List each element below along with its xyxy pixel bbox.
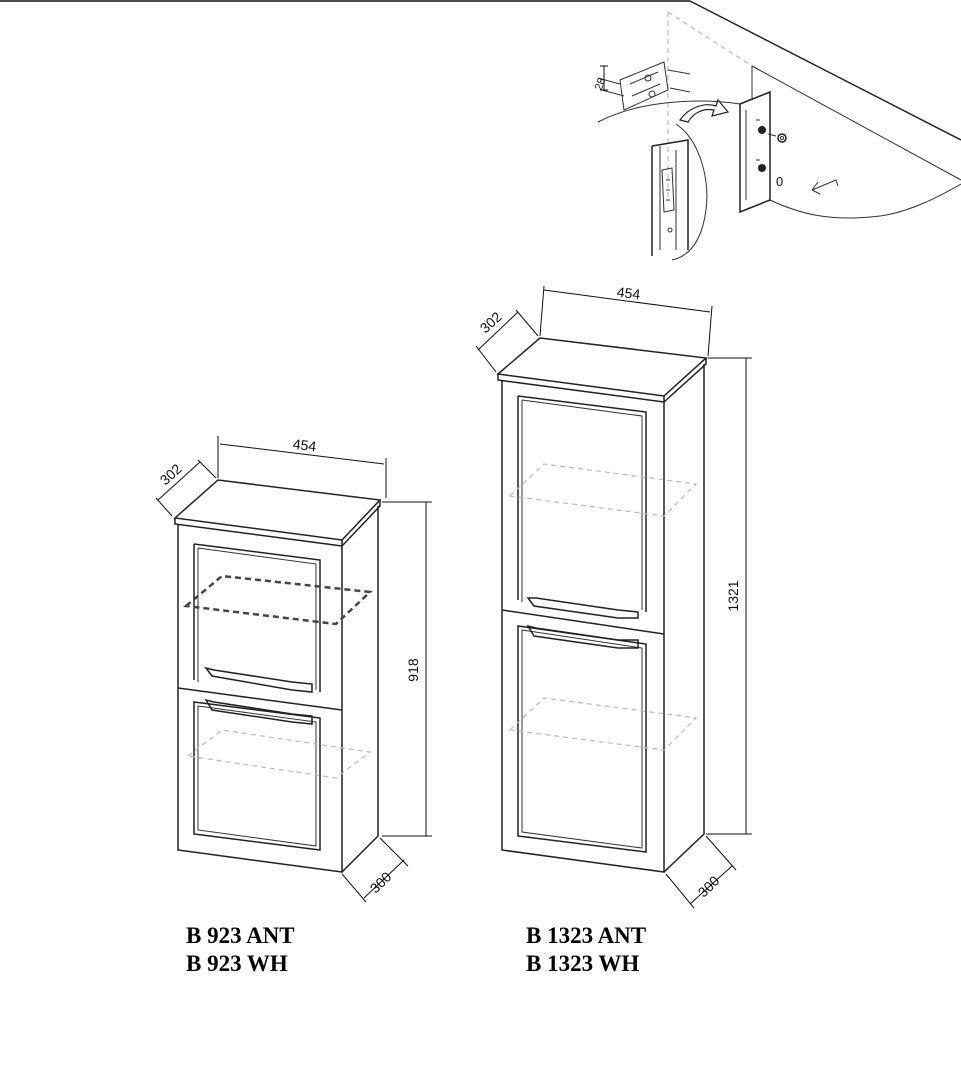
mounting-note: 0 — [776, 174, 783, 189]
model-b923-wh: B 923 WH — [186, 951, 288, 976]
cabinet-b923: 454 302 918 300 — [155, 436, 432, 903]
dim-height-b1323: 1321 — [725, 580, 741, 611]
model-b923-ant: B 923 ANT — [186, 923, 295, 948]
model-b1323-wh: B 1323 WH — [526, 951, 640, 976]
dim-depth-top-b1323: 302 — [477, 308, 505, 336]
model-label-b1323: B 1323 ANT B 1323 WH — [526, 922, 646, 978]
model-b1323-ant: B 1323 ANT — [526, 923, 647, 948]
dim-width-b1323: 454 — [616, 284, 641, 303]
mounting-dimension: 28 — [593, 76, 608, 92]
dim-width-b923: 454 — [292, 436, 317, 455]
model-label-b923: B 923 ANT B 923 WH — [186, 922, 295, 978]
dim-height-b923: 918 — [405, 658, 421, 682]
mounting-detail: 28 0 — [593, 0, 961, 261]
cabinet-b1323: 454 302 1321 300 — [475, 284, 752, 909]
dim-depth-top-b923: 302 — [157, 460, 185, 488]
